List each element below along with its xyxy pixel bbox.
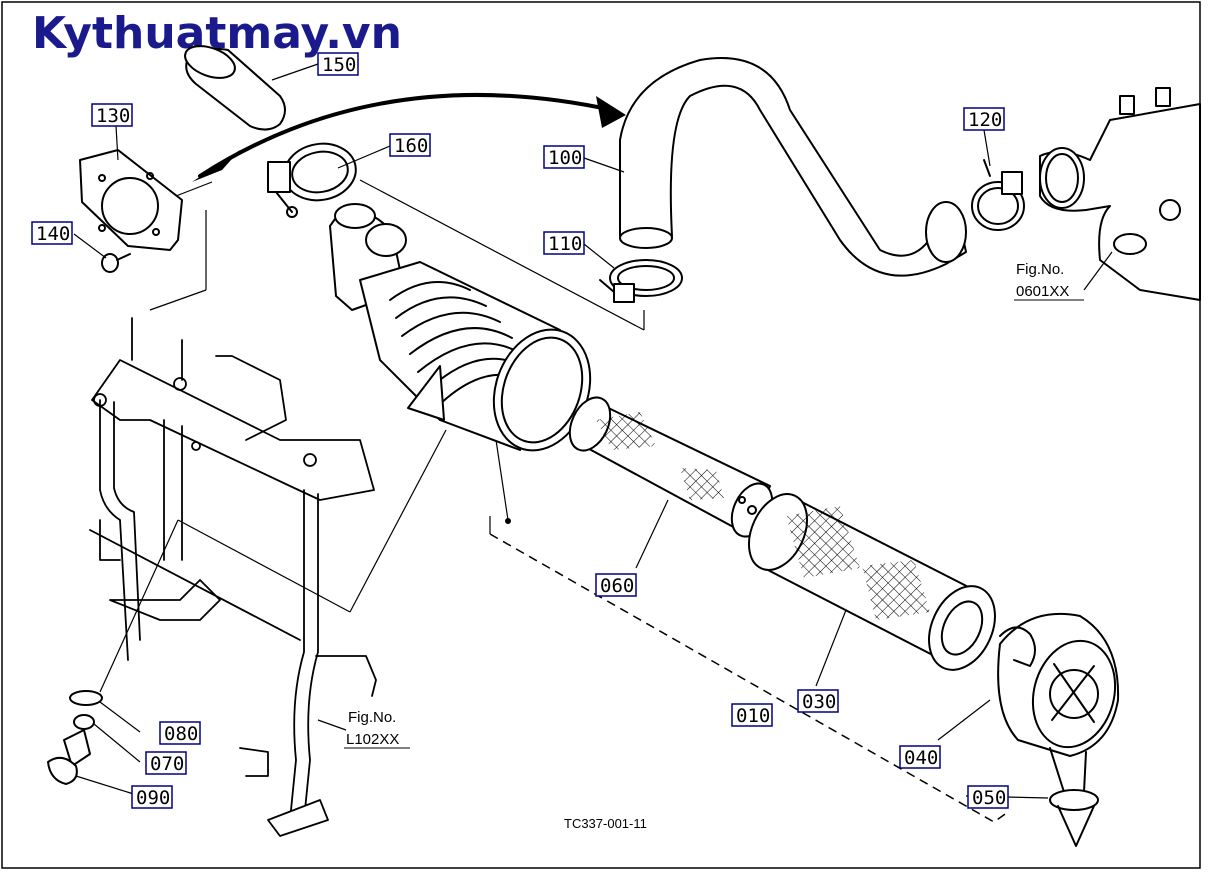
callout-label-070: 070: [150, 753, 184, 775]
callout-box-010[interactable]: [731, 703, 773, 727]
callout-label-140: 140: [36, 223, 70, 245]
callout-box-140[interactable]: [31, 221, 73, 245]
callout-label-060: 060: [600, 575, 634, 597]
callout-label-160: 160: [394, 135, 428, 157]
callout-box-100[interactable]: [543, 145, 585, 169]
frame-fig-label: Fig.No.: [348, 709, 396, 726]
callout-label-110: 110: [548, 233, 582, 255]
callout-label-040: 040: [904, 747, 938, 769]
part-050-valve: [1049, 789, 1099, 847]
group-010-dashed-leader: [489, 533, 1009, 823]
callout-box-060[interactable]: [595, 573, 637, 597]
part-140-bolt: [101, 253, 131, 273]
flow-arrow: [198, 92, 614, 178]
drawing-code: TC337-001-11: [564, 816, 647, 831]
air-cleaner-intake: [329, 203, 592, 452]
callout-box-150[interactable]: [317, 52, 359, 76]
callout-box-080[interactable]: [159, 721, 201, 745]
callout-box-030[interactable]: [797, 689, 839, 713]
flow-arrow-tail: [192, 150, 240, 182]
callout-label-130: 130: [96, 105, 130, 127]
engine-fig-label: Fig.No.: [1016, 261, 1064, 278]
callout-box-160[interactable]: [389, 133, 431, 157]
fig-refs: Fig.No. 0601XX Fig.No. L102XX TC337-001-…: [344, 261, 1084, 831]
group-010-anchor-dot: [505, 518, 511, 524]
part-160-clamp: [267, 142, 357, 218]
part-120-clamp: [971, 159, 1025, 231]
flow-arrow-head: [596, 96, 626, 128]
engine-fig-no[interactable]: 0601XX: [1016, 283, 1069, 300]
frame-bracket: [89, 317, 377, 837]
callout-box-040[interactable]: [899, 745, 941, 769]
callout-box-070[interactable]: [145, 751, 187, 775]
callout-layer: 150 130 140 160 100 110 120 060 010 030 …: [31, 52, 1009, 809]
part-060-inner-filter: [568, 396, 774, 538]
callout-label-120: 120: [968, 109, 1002, 131]
leader-lines: [73, 63, 1113, 799]
callout-box-090[interactable]: [131, 785, 173, 809]
part-150-cap: [184, 45, 286, 131]
callout-label-150: 150: [322, 54, 356, 76]
callout-box-130[interactable]: [91, 103, 133, 127]
part-040-cover: [997, 612, 1120, 793]
callout-label-050: 050: [972, 787, 1006, 809]
callout-box-110[interactable]: [543, 231, 585, 255]
callout-label-030: 030: [802, 691, 836, 713]
part-100-hose: [619, 57, 967, 277]
callout-label-100: 100: [548, 147, 582, 169]
part-110-clamp: [599, 259, 683, 303]
part-030-outer-filter: [747, 493, 996, 671]
callout-label-080: 080: [164, 723, 198, 745]
engine-manifold: [1039, 87, 1201, 301]
callout-box-120[interactable]: [963, 107, 1005, 131]
callout-box-050[interactable]: [967, 785, 1009, 809]
callout-label-090: 090: [136, 787, 170, 809]
part-130-plate: [79, 149, 183, 251]
drain-plug-stack: [47, 690, 103, 785]
frame-fig-no[interactable]: L102XX: [346, 731, 399, 748]
callout-label-010: 010: [736, 705, 770, 727]
